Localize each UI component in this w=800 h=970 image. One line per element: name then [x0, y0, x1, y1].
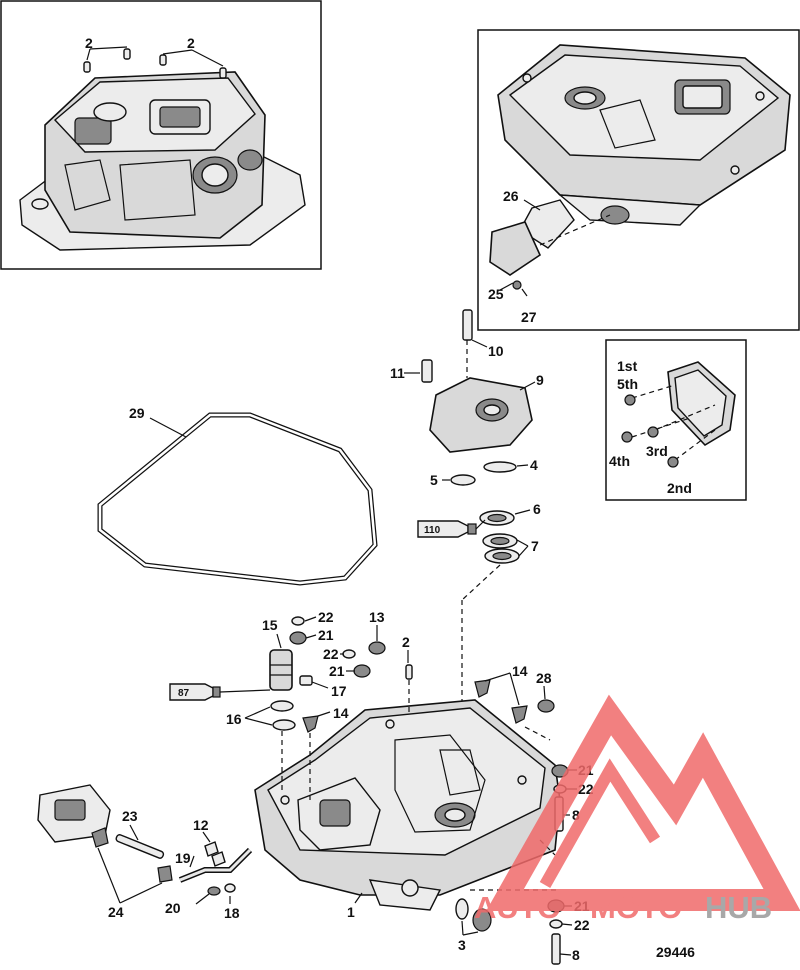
oring-4	[483, 461, 517, 473]
callout-8-a: 8	[572, 807, 580, 823]
reference-number: 29446	[656, 944, 695, 960]
callout-2-inset-a: 2	[85, 35, 93, 51]
plug-21-a	[289, 631, 307, 645]
oring-16-b	[272, 719, 296, 731]
plug-21-b	[353, 664, 371, 678]
callout-17: 17	[331, 683, 347, 699]
callout-21-a: 21	[318, 627, 334, 643]
oil-pan-1	[254, 699, 561, 911]
screw-22-a	[291, 616, 305, 626]
bolt-8-b	[551, 933, 561, 965]
plug-28	[537, 699, 555, 713]
drain-plug-3	[472, 908, 492, 932]
screw-20	[207, 886, 221, 896]
adapter-housing-illustration	[19, 71, 306, 251]
plug-14-c	[511, 705, 528, 724]
watermark-hub: HUB	[705, 890, 772, 925]
callout-20: 20	[165, 900, 181, 916]
washer-18	[224, 883, 236, 893]
seal-ring-29	[97, 412, 378, 586]
fitting-15	[269, 649, 293, 691]
callout-14-b: 14	[512, 663, 528, 679]
oring-5	[450, 474, 476, 486]
callout-15: 15	[262, 617, 278, 633]
fittings-lower-left	[37, 784, 253, 905]
callout-24: 24	[108, 904, 124, 920]
fitting-24-a	[91, 827, 109, 848]
callout-7: 7	[531, 538, 539, 554]
torque-4th: 4th	[609, 453, 630, 469]
dowel-pins-inset	[83, 46, 227, 79]
callout-13: 13	[369, 609, 385, 625]
bolt-10	[462, 309, 473, 341]
inset-torque-sequence: 1st 5th 3rd 4th 2nd	[605, 339, 747, 501]
callout-22-d: 22	[574, 917, 590, 933]
inset-top-left: 2 2	[0, 0, 322, 270]
watermark-logo	[486, 694, 800, 911]
callout-19: 19	[175, 850, 191, 866]
callout-8-b: 8	[572, 947, 580, 963]
exhaust-housing-illustration	[497, 44, 791, 226]
callout-29: 29	[129, 405, 145, 421]
inset-top-right: 26 25 27	[477, 29, 800, 331]
callout-10: 10	[488, 343, 504, 359]
callout-28: 28	[536, 670, 552, 686]
bolt-11	[421, 359, 433, 383]
callout-4: 4	[530, 457, 538, 473]
plug-14-b	[474, 679, 491, 698]
watermark-auto: AUTO	[474, 890, 561, 925]
plug-13	[368, 641, 386, 655]
screw-27	[512, 280, 522, 290]
torque-5th: 5th	[617, 376, 638, 392]
callout-9: 9	[536, 372, 544, 388]
callout-14-a: 14	[333, 705, 349, 721]
callout-25: 25	[488, 286, 504, 302]
tube-110-label: 110	[424, 525, 441, 536]
tube-87-label: 87	[178, 688, 190, 699]
valve-cover-25	[489, 221, 542, 276]
callout-22-a: 22	[318, 609, 334, 625]
oring-16-a	[270, 700, 294, 712]
valve-cover-assembly	[489, 199, 611, 297]
oil-pump-assembly: 110	[404, 309, 536, 735]
callout-21-b: 21	[329, 663, 345, 679]
callout-3: 3	[458, 937, 466, 953]
callout-2: 2	[402, 634, 410, 650]
plug-17	[299, 675, 313, 686]
torque-2nd: 2nd	[667, 480, 692, 496]
clip-12-a	[204, 841, 219, 857]
callout-6: 6	[533, 501, 541, 517]
watermark-moto: MOTO	[590, 890, 682, 925]
torque-3rd: 3rd	[646, 443, 668, 459]
fittings-upper-left: 87	[169, 616, 413, 800]
callout-11: 11	[390, 365, 405, 381]
lubricant-tube-110: 110	[417, 519, 486, 538]
callout-22-b: 22	[323, 646, 339, 662]
callout-12: 12	[193, 817, 209, 833]
callout-2-inset-b: 2	[187, 35, 195, 51]
callout-26: 26	[503, 188, 519, 204]
lubricant-tube-87: 87	[169, 683, 271, 701]
screw-22-b	[342, 649, 356, 659]
callout-16: 16	[226, 711, 242, 727]
dowel-2	[405, 664, 413, 680]
callout-18: 18	[224, 905, 240, 921]
clip-12-b	[211, 851, 226, 867]
callout-23: 23	[122, 808, 138, 824]
plug-14-a	[302, 715, 319, 733]
watermark: AUTO MOTO HUB	[474, 694, 800, 925]
torque-1st: 1st	[617, 358, 638, 374]
callout-5: 5	[430, 472, 438, 488]
callout-27: 27	[521, 309, 537, 325]
fitting-24-b	[157, 865, 173, 883]
hose-23	[115, 834, 165, 859]
oring-3	[455, 898, 469, 920]
callout-1: 1	[347, 904, 355, 920]
